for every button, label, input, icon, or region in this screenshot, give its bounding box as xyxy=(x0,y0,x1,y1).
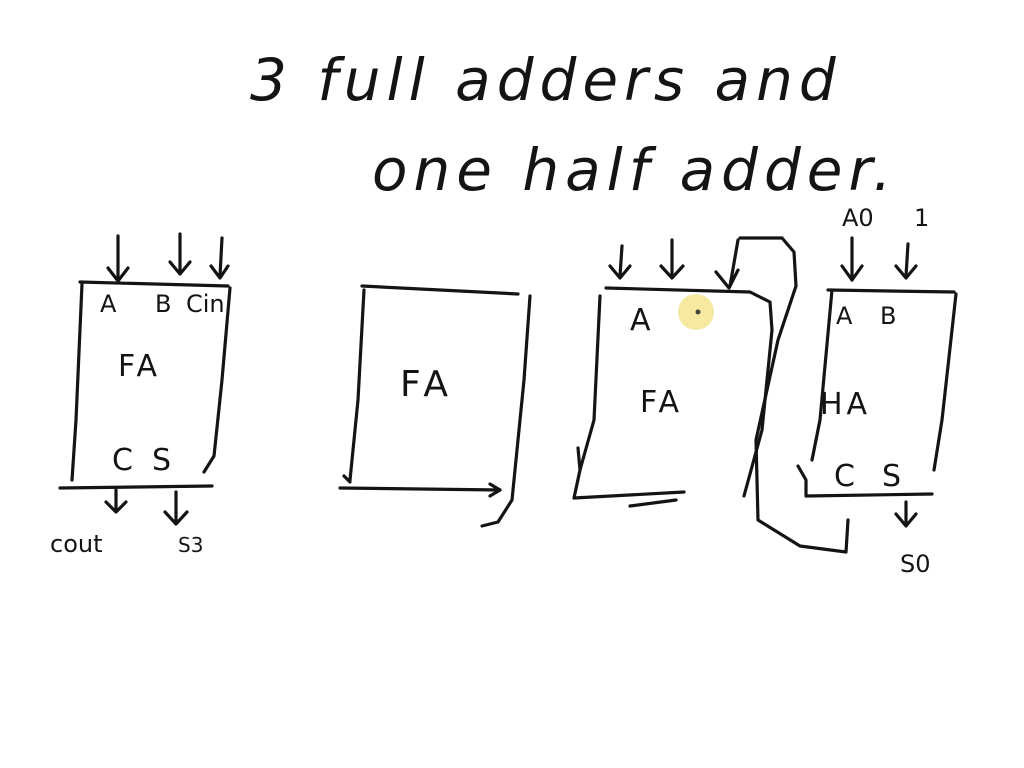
title-line-1: 3 full adders and xyxy=(250,46,842,114)
output-label-c: C xyxy=(834,459,859,494)
block-right-edge xyxy=(202,286,232,474)
input-arrow-3 xyxy=(728,238,740,288)
block-top-edge xyxy=(826,288,956,294)
output-name-s3: S3 xyxy=(178,533,203,557)
block-top-edge xyxy=(604,286,774,332)
arrowhead-icon xyxy=(714,268,740,290)
block-left-mark xyxy=(576,446,582,472)
arrowhead-icon xyxy=(209,264,230,280)
input-arrow-1 xyxy=(618,244,624,278)
arrowhead-icon xyxy=(104,500,128,514)
full-adder-3: A FA xyxy=(572,238,774,508)
arrowhead-icon xyxy=(659,264,685,280)
block-right-edge xyxy=(742,328,774,498)
output-label-s: S xyxy=(882,459,905,494)
output-label-c: C xyxy=(112,443,137,478)
block-name: HA xyxy=(820,387,871,422)
block-corner xyxy=(342,474,352,484)
arrowhead-icon xyxy=(608,264,632,280)
input-label-cin: Cin xyxy=(186,290,225,318)
arrowhead-icon xyxy=(488,482,502,498)
block-bottom-edge xyxy=(572,490,686,500)
block-name: FA xyxy=(640,385,683,420)
arrowhead-icon xyxy=(163,510,189,526)
block-left-edge xyxy=(810,288,834,462)
half-adder: A0 1 A B HA C S S0 xyxy=(796,204,958,578)
block-left-edge xyxy=(348,288,366,482)
cursor-dot xyxy=(695,309,701,315)
block-top-edge xyxy=(360,284,520,296)
block-bottom-edge-2 xyxy=(628,498,678,508)
top-label-a0: A0 xyxy=(842,204,874,232)
block-bottom-edge xyxy=(58,484,214,490)
input-label-a: A xyxy=(100,290,117,318)
input-label-a: A xyxy=(630,303,655,338)
input-label-a: A xyxy=(836,302,853,330)
block-bottom-edge xyxy=(338,486,502,492)
block-right-edge xyxy=(932,292,958,472)
block-left-edge xyxy=(572,294,602,500)
block-right-edge xyxy=(480,294,532,528)
input-label-b: B xyxy=(155,290,171,318)
output-name-cout: cout xyxy=(50,530,103,558)
output-name-s0: S0 xyxy=(900,550,931,578)
title-line-2: one half adder. xyxy=(372,136,897,204)
arrowhead-icon xyxy=(894,512,918,528)
top-label-1: 1 xyxy=(914,204,929,232)
full-adder-1: A B Cin FA C S cout S3 xyxy=(50,232,232,558)
arrowhead-icon xyxy=(168,260,192,276)
input-label-b: B xyxy=(880,302,896,330)
input-arrow-cin xyxy=(218,236,224,278)
block-left-edge xyxy=(70,282,84,482)
arrowhead-icon xyxy=(894,264,918,280)
arrowhead-icon xyxy=(106,266,130,283)
full-adder-2: FA xyxy=(338,284,532,528)
block-bottom-edge xyxy=(796,464,934,498)
block-name: FA xyxy=(118,349,161,384)
output-label-s: S xyxy=(152,443,175,478)
block-top-edge xyxy=(78,280,230,288)
block-name: FA xyxy=(400,364,454,405)
input-arrow-b xyxy=(904,242,910,278)
arrowhead-icon xyxy=(840,264,864,282)
carry-wire xyxy=(738,236,850,554)
